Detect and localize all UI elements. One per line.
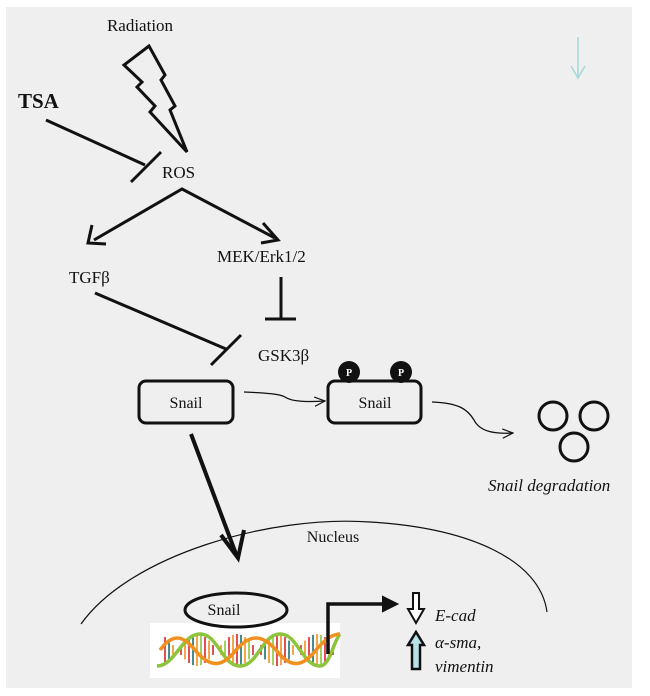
upregulation-arrow-icon [405,629,427,671]
tgfb-inhibition-bar [209,333,243,367]
diagram-background [6,7,316,688]
diagram-background-right [316,7,632,688]
degraded-protein-icon [578,400,610,432]
nuclear-translocation-line [189,433,238,555]
snail-degradation-label: Snail degradation [488,476,610,495]
ros-branch-lines [93,187,276,242]
gsk3b-label: GSK3β [258,346,309,365]
phosphate-label-2: P [398,368,404,379]
phosphate-group-icon [390,361,412,383]
decorative-down-arrow-icon [570,37,586,80]
tgfb-label: TGFβ [69,268,110,287]
snail-nuclear-ellipse [183,591,289,629]
phosphate-label-1: P [346,368,352,379]
mek-erk-label: MEK/Erk1/2 [217,247,306,266]
snail-nuclear-label: Snail [208,602,241,619]
snail-phosphorylated-label: Snail [359,395,392,412]
tsa-label: TSA [18,89,60,113]
snail-cytoplasm-label: Snail [170,395,203,412]
arrowhead-tgfb-icon [86,224,107,246]
tsa-inhibition-bar [129,150,163,184]
downregulation-arrow-icon [406,592,426,626]
transcription-arrowhead-icon [382,595,400,613]
arrowhead-mek-icon [260,222,281,245]
ecad-label: E-cad [434,606,476,625]
tgfb-inhibition-line [94,291,227,351]
alpha-sma-label: α-sma, [435,633,481,652]
degraded-protein-icon [537,400,569,432]
degraded-protein-icon [558,431,590,463]
radiation-label: Radiation [107,16,174,35]
degradation-arrow [431,401,513,433]
nucleus-label: Nucleus [307,529,359,546]
tsa-inhibition-line [45,118,146,167]
dna-helix-icon [150,623,342,678]
nucleus-membrane [80,520,548,625]
nuclear-translocation-arrowhead-icon [219,529,246,563]
snail-cytoplasm-box [137,379,235,425]
ros-label: ROS [162,163,195,182]
phosphorylation-arrow [243,391,325,402]
snail-phosphorylated-box [326,379,423,425]
vimentin-label: vimentin [435,657,494,676]
lightning-bolt-icon [121,43,189,154]
transcription-arrow-line [326,602,392,654]
phosphate-group-icon [338,361,360,383]
